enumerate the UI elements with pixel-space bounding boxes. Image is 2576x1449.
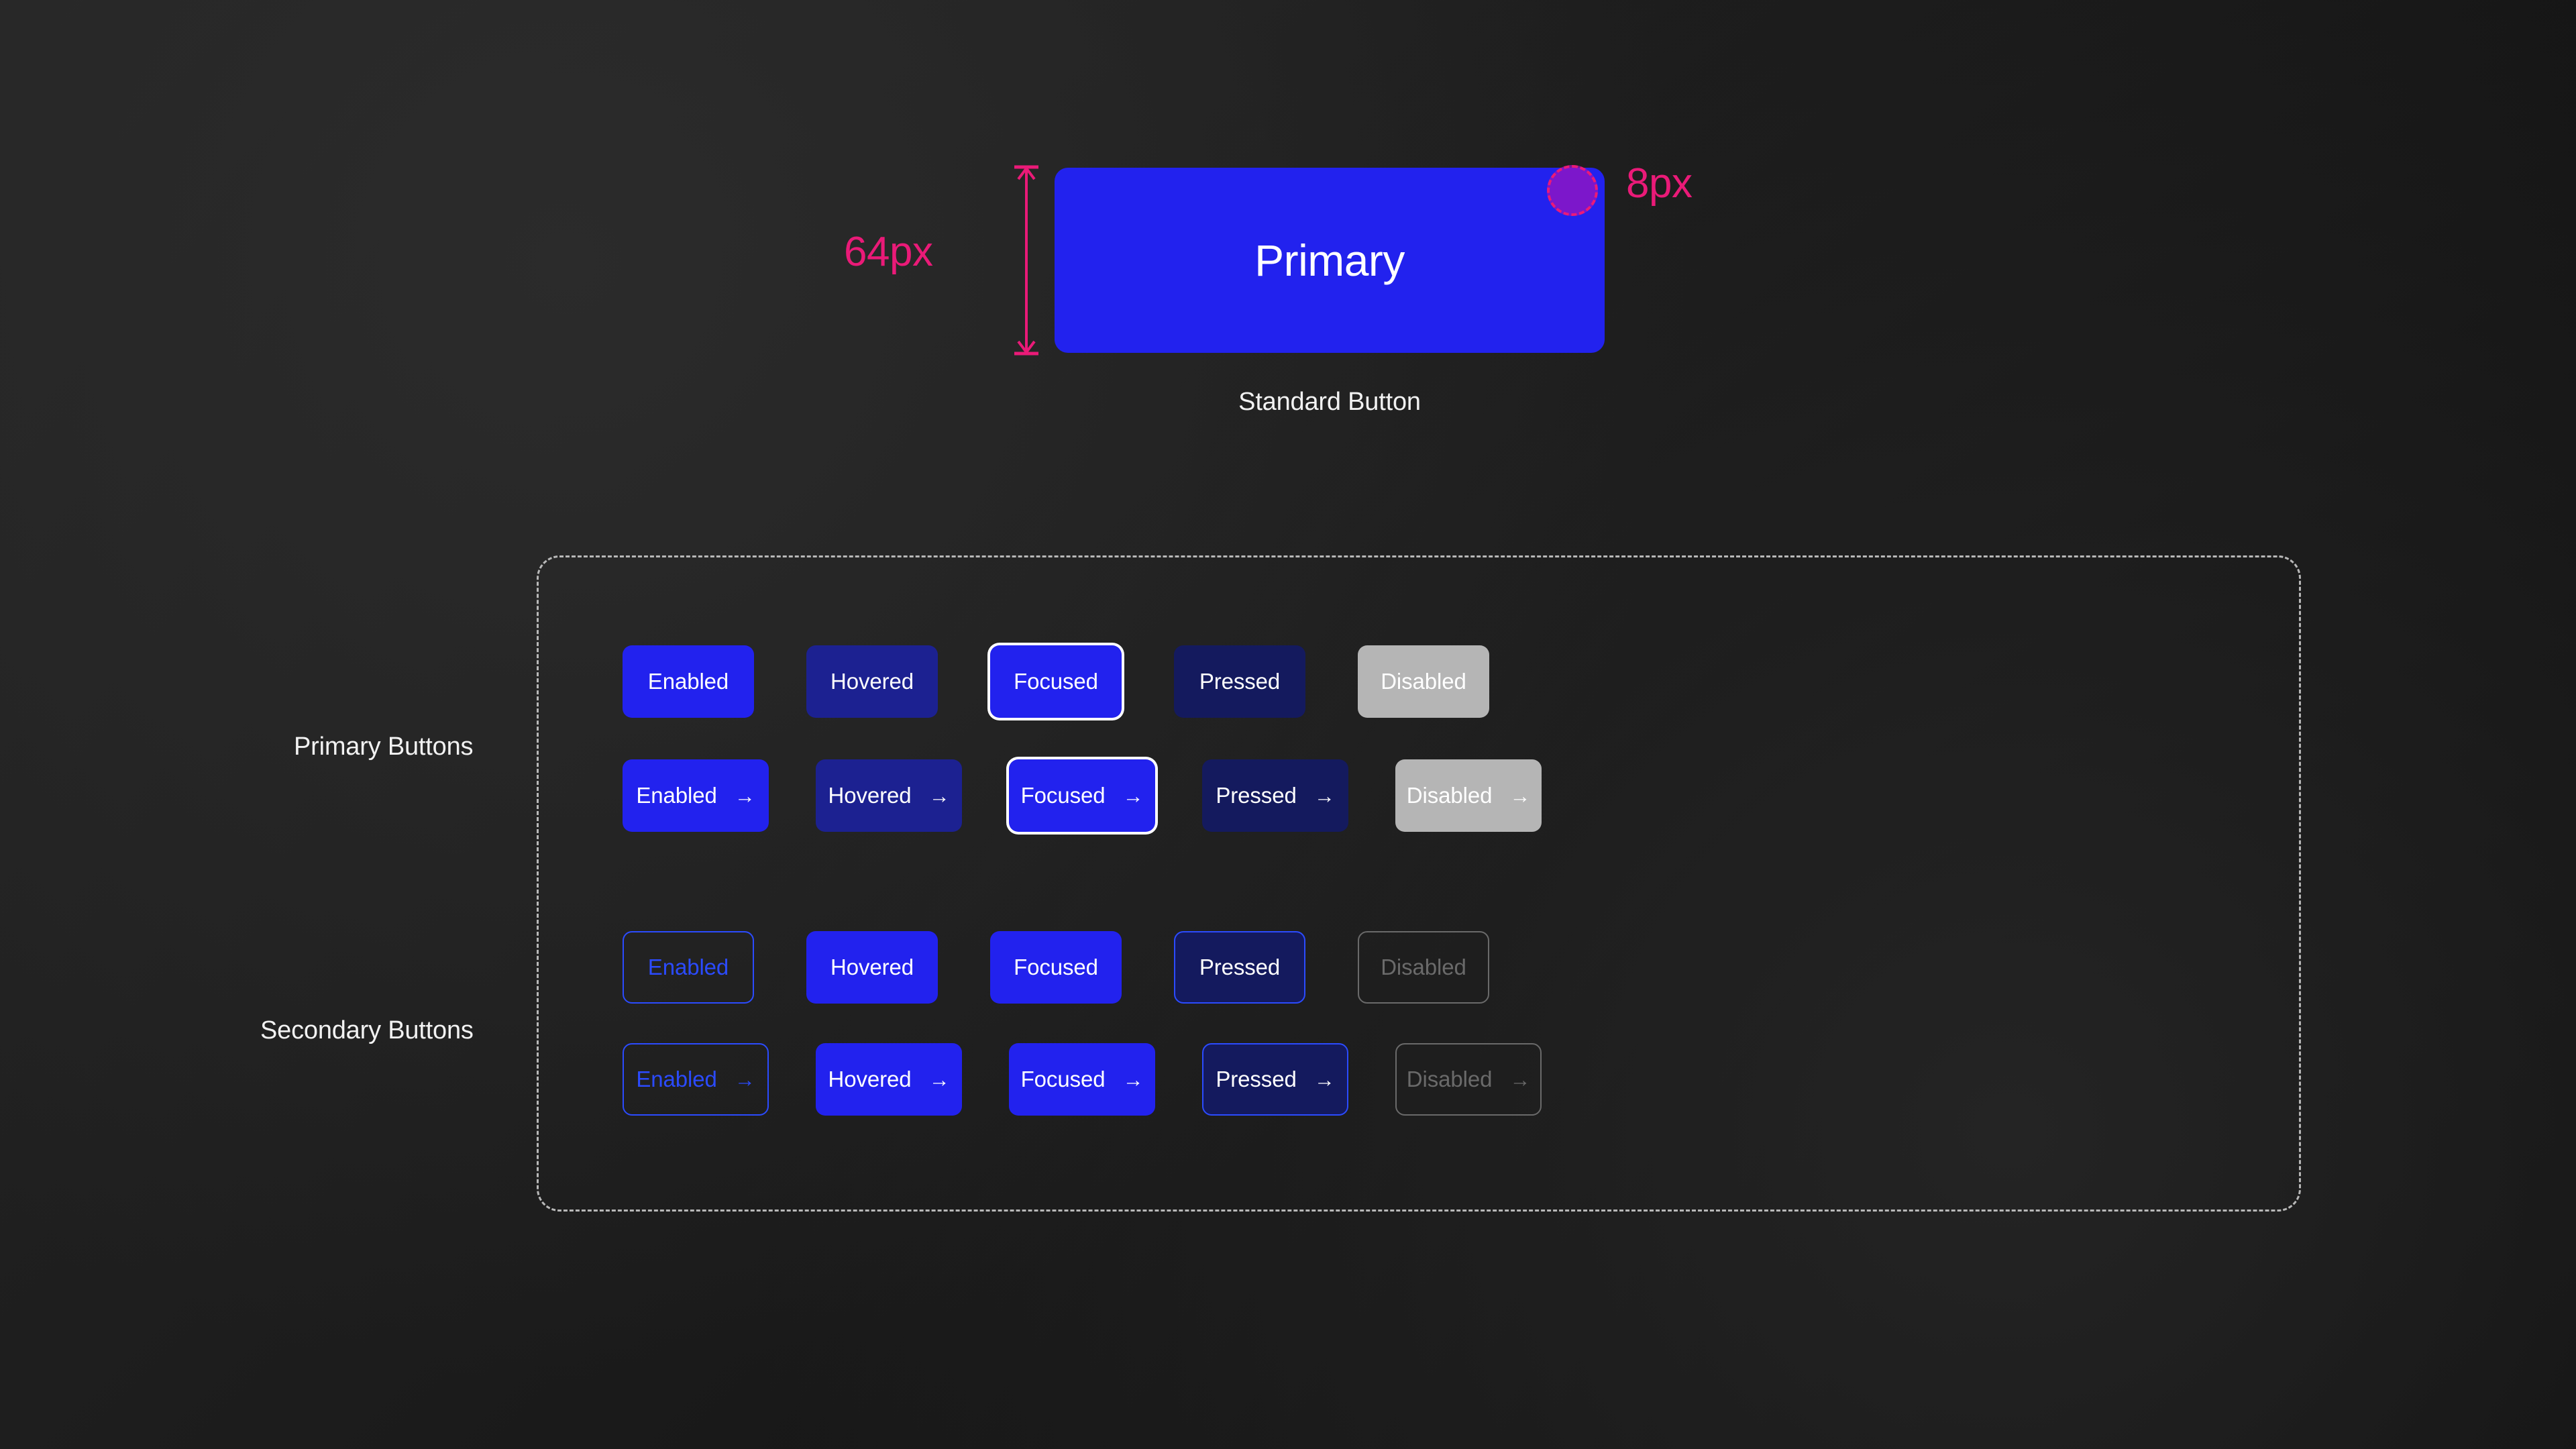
button-label: Disabled bbox=[1406, 783, 1493, 808]
button-label: Focused bbox=[1014, 669, 1098, 694]
arrow-right-icon: → bbox=[1122, 784, 1144, 808]
arrow-right-icon: → bbox=[734, 1067, 755, 1091]
hero-primary-button-label: Primary bbox=[1254, 235, 1405, 285]
primary-button-hovered[interactable]: Hovered bbox=[806, 645, 938, 718]
secondary-button-focused[interactable]: Focused bbox=[990, 931, 1122, 1004]
group-label-secondary: Secondary Buttons bbox=[260, 1016, 474, 1044]
states-panel bbox=[537, 555, 2301, 1212]
corner-radius-indicator-icon bbox=[1547, 165, 1598, 216]
button-label: Enabled bbox=[636, 783, 717, 808]
primary-arrow-button-disabled: Disabled → bbox=[1395, 759, 1542, 832]
secondary-button-disabled: Disabled bbox=[1358, 931, 1489, 1004]
secondary-button-enabled[interactable]: Enabled bbox=[623, 931, 754, 1004]
button-label: Hovered bbox=[828, 783, 912, 808]
button-label: Focused bbox=[1014, 955, 1098, 979]
button-label: Disabled bbox=[1406, 1067, 1493, 1091]
primary-buttons-row-plain: Enabled Hovered Focused Pressed Disabled bbox=[623, 645, 1489, 718]
secondary-arrow-button-focused[interactable]: Focused → bbox=[1009, 1043, 1155, 1116]
secondary-buttons-row-arrow: Enabled → Hovered → Focused → Pressed → … bbox=[623, 1043, 1542, 1116]
arrow-right-icon: → bbox=[734, 784, 755, 808]
button-label: Hovered bbox=[828, 1067, 912, 1091]
arrow-right-icon: → bbox=[1509, 1067, 1531, 1091]
secondary-arrow-button-hovered[interactable]: Hovered → bbox=[816, 1043, 962, 1116]
secondary-buttons-row-plain: Enabled Hovered Focused Pressed Disabled bbox=[623, 931, 1489, 1004]
primary-arrow-button-hovered[interactable]: Hovered → bbox=[816, 759, 962, 832]
primary-buttons-row-arrow: Enabled → Hovered → Focused → Pressed → … bbox=[623, 759, 1542, 832]
button-label: Pressed bbox=[1216, 783, 1297, 808]
hero-primary-button[interactable]: Primary bbox=[1055, 168, 1605, 353]
button-label: Disabled bbox=[1381, 669, 1466, 694]
primary-arrow-button-enabled[interactable]: Enabled → bbox=[623, 759, 769, 832]
primary-button-pressed[interactable]: Pressed bbox=[1174, 645, 1305, 718]
secondary-arrow-button-disabled: Disabled → bbox=[1395, 1043, 1542, 1116]
secondary-button-hovered[interactable]: Hovered bbox=[806, 931, 938, 1004]
button-label: Pressed bbox=[1216, 1067, 1297, 1091]
arrow-right-icon: → bbox=[928, 1067, 950, 1091]
dimension-arrow-svg bbox=[1014, 165, 1038, 356]
arrow-right-icon: → bbox=[1509, 784, 1531, 808]
button-label: Enabled bbox=[636, 1067, 717, 1091]
button-label: Hovered bbox=[830, 669, 914, 694]
height-annotation-label: 64px bbox=[844, 229, 933, 275]
secondary-arrow-button-pressed[interactable]: Pressed → bbox=[1202, 1043, 1348, 1116]
primary-button-enabled[interactable]: Enabled bbox=[623, 645, 754, 718]
primary-button-focused[interactable]: Focused bbox=[990, 645, 1122, 718]
hero-caption: Standard Button bbox=[1238, 388, 1421, 416]
primary-arrow-button-focused[interactable]: Focused → bbox=[1009, 759, 1155, 832]
arrow-right-icon: → bbox=[928, 784, 950, 808]
secondary-button-pressed[interactable]: Pressed bbox=[1174, 931, 1305, 1004]
primary-button-disabled: Disabled bbox=[1358, 645, 1489, 718]
button-label: Enabled bbox=[647, 669, 729, 694]
arrow-right-icon: → bbox=[1122, 1067, 1144, 1091]
secondary-arrow-button-enabled[interactable]: Enabled → bbox=[623, 1043, 769, 1116]
button-label: Disabled bbox=[1381, 955, 1466, 979]
button-label: Enabled bbox=[647, 955, 729, 979]
button-label: Focused bbox=[1020, 1067, 1106, 1091]
button-label: Focused bbox=[1020, 783, 1106, 808]
arrow-right-icon: → bbox=[1313, 784, 1335, 808]
arrow-right-icon: → bbox=[1313, 1067, 1335, 1091]
button-label: Pressed bbox=[1199, 669, 1281, 694]
group-label-primary: Primary Buttons bbox=[294, 733, 474, 761]
primary-arrow-button-pressed[interactable]: Pressed → bbox=[1202, 759, 1348, 832]
button-spec-annotation: 64px Primary 8px Standard Button bbox=[0, 0, 2576, 470]
button-label: Hovered bbox=[830, 955, 914, 979]
button-label: Pressed bbox=[1199, 955, 1281, 979]
height-dimension-line bbox=[1006, 163, 1046, 358]
corner-radius-annotation-label: 8px bbox=[1626, 160, 1693, 207]
